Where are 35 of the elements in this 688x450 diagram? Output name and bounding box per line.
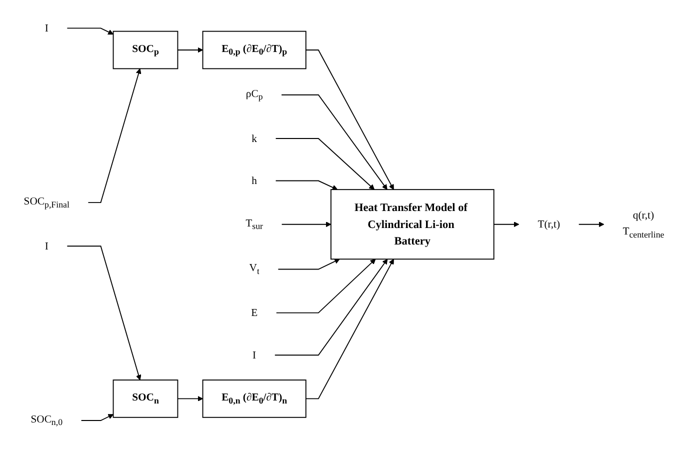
- arrow: [281, 222, 332, 228]
- arrow: [493, 222, 520, 228]
- node-box: SOC$_{p}$: [112, 30, 178, 70]
- node-text: I: [44, 240, 48, 252]
- arrow: [281, 94, 388, 190]
- arrow: [177, 396, 204, 402]
- arrow: [274, 258, 388, 356]
- arrow: [276, 258, 376, 314]
- arrow: [66, 28, 114, 35]
- arrow: [66, 246, 142, 380]
- node-text: E: [251, 306, 258, 319]
- node-text: I: [252, 349, 256, 361]
- node-text: T(r,t): [538, 218, 560, 230]
- node-box: Heat Transfer Model of Cylindrical Li-ion Battery: [330, 189, 494, 260]
- node-text: q(r,t) T$_{centerline}$: [622, 208, 664, 240]
- arrow: [305, 258, 394, 400]
- arrow: [275, 180, 338, 190]
- node-text: SOC$_{n,0}$: [30, 413, 63, 428]
- node-text: ρC$_{p}$: [246, 87, 263, 102]
- node-text: k: [252, 132, 257, 144]
- arrow: [278, 258, 340, 270]
- arrow: [177, 47, 204, 53]
- arrow: [80, 414, 114, 421]
- arrow: [305, 50, 394, 190]
- arrow: [578, 222, 604, 228]
- arrow: [88, 68, 142, 204]
- arrow: [275, 138, 375, 190]
- node-text: I: [44, 22, 48, 34]
- node-text: SOC$_{p,Final}$: [24, 195, 70, 210]
- node-box: E$_{0,n}$ (∂E$_{0}$/∂T)$_{n}$: [202, 380, 306, 418]
- node-box: SOC$_{n}$: [112, 380, 178, 418]
- node-box: E$_{0,p}$ (∂E$_{0}$/∂T)$_{p}$: [202, 30, 306, 70]
- node-text: T$_{sur}$: [246, 216, 264, 232]
- node-text: V$_{t}$: [249, 262, 260, 276]
- node-text: h: [252, 174, 257, 187]
